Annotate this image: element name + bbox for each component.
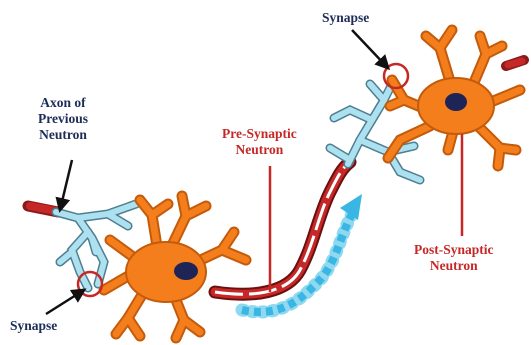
synapse-bottom-pointer [46,290,84,314]
axon-previous-line-2: Previous [38,111,88,127]
axon-previous-line-3: Neutron [38,127,88,143]
pre-synaptic-soma [104,196,246,338]
pre-synaptic-line-2: Neutron [222,142,297,158]
axon-previous-label: Axon of Previous Neutron [38,95,88,143]
post-synaptic-line-1: Post-Synaptic [414,242,494,258]
post-synaptic-label: Post-Synaptic Neutron [414,242,494,274]
synapse-top-pointer [352,30,388,68]
pre-synaptic-line-1: Pre-Synaptic [222,126,297,142]
post-synaptic-nucleus [445,93,467,111]
axon-previous-line-1: Axon of [38,95,88,111]
pre-synaptic-label: Pre-Synaptic Neutron [222,126,297,158]
synapse-top-label: Synapse [322,10,369,26]
axon-previous-pointer [60,160,72,210]
synapse-bottom-label: Synapse [10,318,57,334]
post-synaptic-line-2: Neutron [414,258,494,274]
pre-synaptic-nucleus [174,262,198,280]
